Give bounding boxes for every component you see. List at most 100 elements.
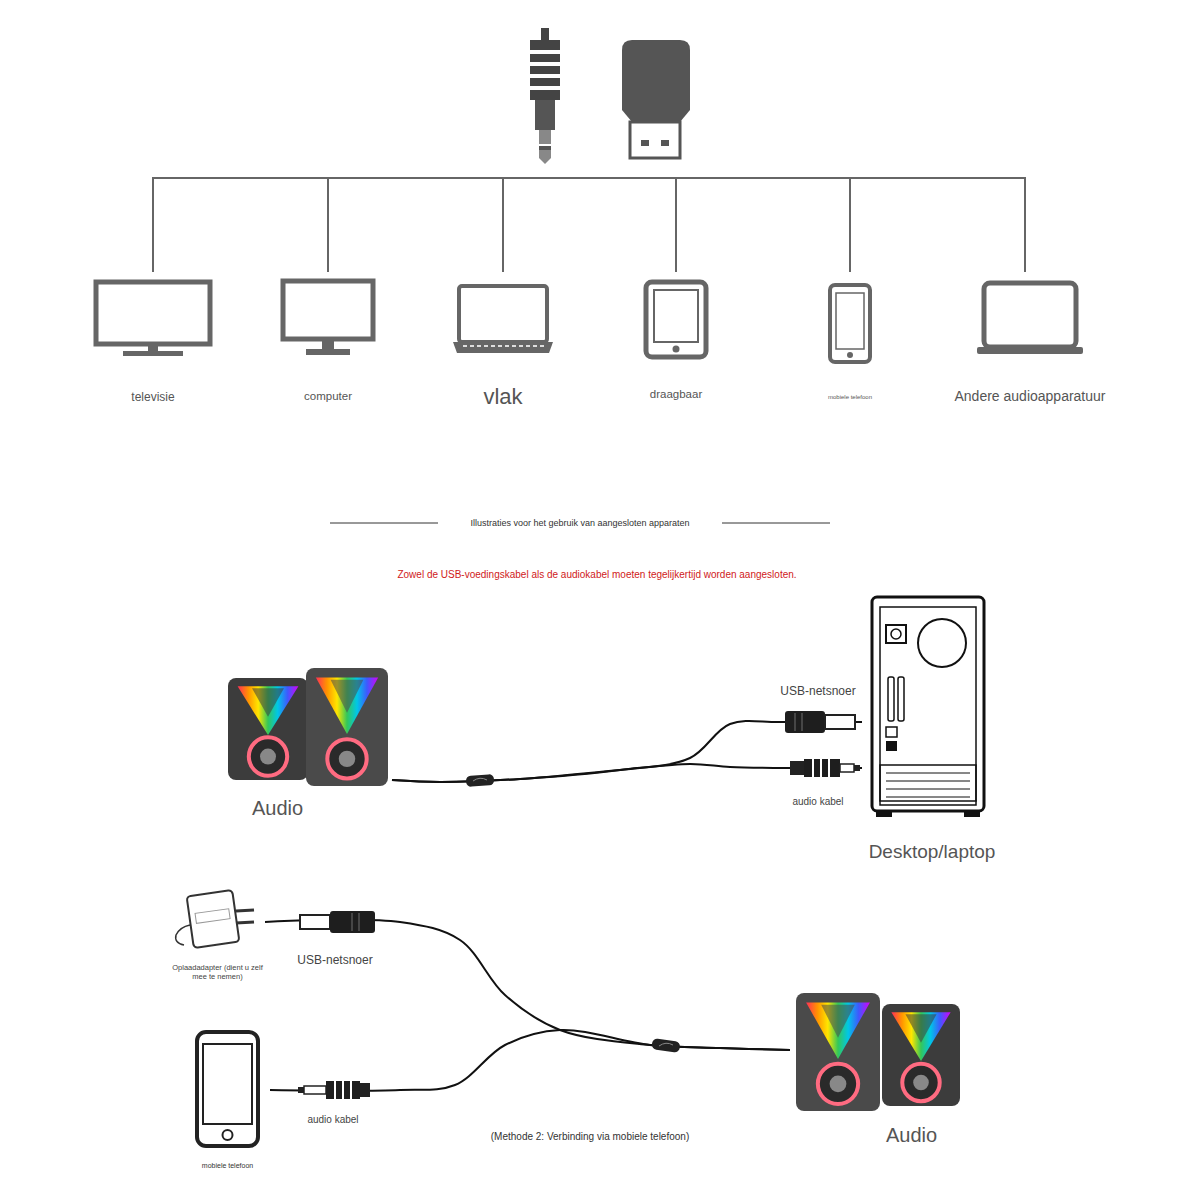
audio-jack-plug-part [350, 1081, 352, 1099]
phone-icon-part [830, 285, 870, 362]
spk2-icon-part [818, 1064, 858, 1104]
node-label: Andere audioapparatuur [945, 388, 1115, 405]
tower-icon-part [872, 597, 984, 811]
node-label: televisie [83, 390, 223, 404]
usb-plug-part [330, 911, 375, 933]
phone-node: mobiele telefoon [185, 1030, 270, 1170]
mob-icon-part [203, 1044, 252, 1124]
audio-jack-icon-part [541, 28, 549, 42]
device-node: draagbaar [606, 278, 746, 402]
audio-jack-plug-part [840, 764, 854, 772]
spk2-icon-part [902, 1064, 939, 1101]
spk2-icon-part [806, 1002, 870, 1059]
charger-node: Oplaadadapter (dient u zelf mee te nemen… [170, 885, 265, 981]
laptop-icon-part [505, 345, 509, 347]
inline-switch-part [651, 1038, 680, 1053]
tower-icon-part [898, 677, 904, 721]
spk1-icon-part [327, 739, 366, 778]
inline-switch [466, 774, 495, 787]
spk2-icon-part [913, 1075, 929, 1091]
tv-icon-part [148, 344, 158, 352]
tv-icon-part [96, 282, 210, 344]
node-label: Audio [222, 796, 392, 820]
audio-jack-icon-part [530, 62, 560, 66]
usb-plug-icon-part [622, 40, 690, 122]
spk2-icon [790, 988, 970, 1113]
tower-icon-part [886, 773, 970, 774]
laptop-icon [433, 278, 573, 368]
speaker-node: Audio [222, 662, 392, 820]
device-node: Andere audioapparatuur [945, 278, 1115, 405]
tower-icon-part [880, 607, 976, 805]
laptop-icon-part [512, 345, 516, 347]
spk1-icon-part [249, 737, 287, 775]
spk2-icon-part [821, 1005, 855, 1038]
pc-icon-part [322, 339, 334, 350]
audio-jack-icon-part [535, 100, 555, 130]
audio-jack-icon-part [530, 86, 560, 90]
tablet-icon [606, 278, 746, 368]
tree-line [153, 178, 1025, 272]
usb-plug-part [794, 713, 796, 731]
laptop-icon-part [491, 345, 495, 347]
audio-jack-plug-part [854, 765, 860, 771]
tower-icon-part [886, 625, 906, 643]
audio-jack-plug-part [820, 759, 822, 777]
cable-label: audio kabel [304, 1114, 361, 1126]
audio-jack-icon-part [539, 146, 551, 150]
section-heading: Illustraties voor het gebruik van aanges… [467, 518, 692, 529]
charger-icon-part [236, 922, 254, 923]
spk2-icon-part [830, 1075, 847, 1092]
spk1-icon-part [306, 668, 388, 786]
laptop-icon-part [463, 345, 467, 347]
audio-jack-plug-part [298, 1087, 304, 1093]
spk1-icon-part [260, 749, 276, 765]
charger-icon-part-part [195, 909, 230, 924]
audio-jack-icon-part [539, 130, 551, 144]
node-label: vlak [433, 384, 573, 410]
laptop-icon-part [459, 286, 547, 342]
computer-node: Desktop/laptop [862, 595, 1002, 864]
spk1-icon-part [238, 686, 299, 735]
node-label: Oplaadadapter (dient u zelf mee te nemen… [170, 963, 265, 981]
device-tree [153, 178, 1025, 272]
pc-icon-part [306, 349, 350, 355]
usb-plug [785, 711, 855, 733]
heading-rule-part [330, 523, 438, 524]
method-caption: (Methode 2: Verbinding via mobiele telef… [488, 1131, 692, 1143]
tablet-icon-part [654, 290, 698, 342]
audio-jack-icon-part [539, 150, 551, 164]
audio-jack-icon [530, 28, 560, 164]
heading-rule-part [722, 523, 830, 524]
audio-jack-plug-part [828, 759, 830, 777]
tree-line [328, 178, 850, 272]
usb-plug [300, 911, 375, 933]
phone-icon-part [847, 352, 853, 358]
node-label: Desktop/laptop [862, 841, 1002, 864]
tablet-icon-part [646, 282, 706, 357]
pc-icon [258, 278, 398, 368]
audio-jack-plug-part [334, 1081, 336, 1099]
usb-plug-part [300, 915, 330, 929]
device-node: computer [258, 278, 398, 404]
tower-icon-part [876, 811, 892, 817]
laptop2-icon-part [984, 283, 1076, 347]
usb-plug-part [358, 913, 360, 931]
device-node: vlak [433, 278, 573, 410]
tower-icon-part [886, 797, 970, 798]
usb-plug-part [801, 713, 803, 731]
spk2-icon-part [882, 1004, 960, 1106]
tv-icon-part [123, 351, 183, 356]
tower-icon [862, 595, 1002, 825]
node-label: Audio [790, 1123, 970, 1147]
spk1-icon-part [331, 680, 364, 713]
audio-jack-icon-part [530, 74, 560, 78]
laptop-icon-part [519, 345, 523, 347]
tower-icon-part [886, 789, 970, 790]
usb-plug-icon-part [641, 140, 649, 146]
usb-plug-part [351, 913, 353, 931]
